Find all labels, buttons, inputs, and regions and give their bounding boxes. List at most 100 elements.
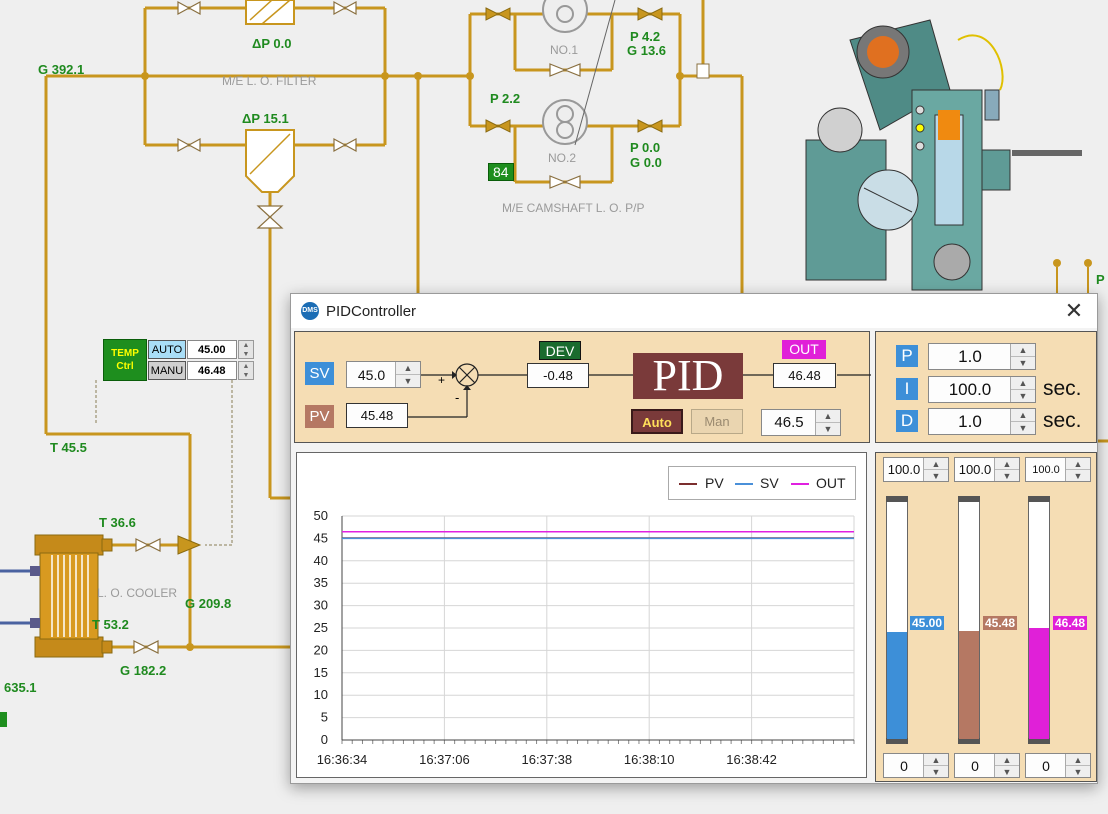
gauge2-min-input[interactable]: 0 ▲▼ <box>954 753 1020 778</box>
temp-ctrl-auto-button[interactable]: AUTO <box>148 340 186 359</box>
gauge2-max-value: 100.0 <box>958 462 992 477</box>
gauge1-max-down-icon[interactable]: ▼ <box>931 470 941 481</box>
d-down-icon[interactable]: ▼ <box>1018 422 1028 433</box>
i-up-icon[interactable]: ▲ <box>1011 377 1035 390</box>
p-gain-spinner[interactable]: ▲▼ <box>1010 344 1035 369</box>
x-tick-label: 16:38:10 <box>624 752 675 767</box>
p-down-icon[interactable]: ▼ <box>1018 357 1028 368</box>
gauge1-min-value: 0 <box>900 757 908 774</box>
x-tick-label: 16:37:06 <box>419 752 470 767</box>
gauge1-min-down-icon[interactable]: ▼ <box>931 766 941 777</box>
gauge3-max-up-icon[interactable]: ▲ <box>1066 458 1090 470</box>
gauge2-max-down-icon[interactable]: ▼ <box>1002 470 1012 481</box>
temp-ctrl-manu-value[interactable]: 46.48 <box>187 361 237 380</box>
sv-value: 45.0 <box>357 366 386 383</box>
pump1-flow-label: G 13.6 <box>627 43 667 58</box>
d-time-spinner[interactable]: ▲▼ <box>1010 409 1035 434</box>
pump2-flow-label: G 0.0 <box>630 155 662 170</box>
gauge3-max-input[interactable]: 100.0 ▲▼ <box>1025 457 1091 482</box>
pv-gauge-value: 45.48 <box>983 616 1018 630</box>
pump2-name-label: NO.2 <box>548 151 577 165</box>
y-tick-label: 20 <box>314 642 328 657</box>
manual-output-input[interactable]: 46.5 ▲▼ <box>761 409 841 436</box>
temp-ctrl-label-line1: TEMP <box>111 348 139 359</box>
y-tick-label: 45 <box>314 530 328 545</box>
gauge1-max-value: 100.0 <box>887 462 921 477</box>
i-time-input[interactable]: 100.0 ▲▼ <box>928 376 1036 403</box>
p-tag: P <box>896 345 918 367</box>
flow-182-label: G 182.2 <box>120 663 167 678</box>
auto-button[interactable]: Auto <box>631 409 683 434</box>
gauge1-max-input[interactable]: 100.0 ▲▼ <box>883 457 949 482</box>
temp-ctrl-manu-button[interactable]: MANU <box>148 361 186 380</box>
out-gauge-fill <box>1029 628 1049 739</box>
pump1-name-label: NO.1 <box>550 43 579 57</box>
gauge1-min-up-icon[interactable]: ▲ <box>924 754 948 766</box>
gauge1-min-input[interactable]: 0 ▲▼ <box>883 753 949 778</box>
gauge1-max-spinner[interactable]: ▲▼ <box>923 458 948 481</box>
out-gauge-value: 46.48 <box>1053 616 1088 630</box>
temp-ctrl-auto-spinner[interactable]: ▲▼ <box>238 340 254 359</box>
y-tick-label: 30 <box>314 598 328 613</box>
pid-controller-dialog: DMS PIDController ✕ SV 45.0 ▲▼ PV <box>290 293 1098 784</box>
sv-gauge-value: 45.00 <box>910 616 945 630</box>
chart-legend: PV SV OUT <box>668 466 856 500</box>
sv-gauge-top-cap <box>886 496 908 502</box>
gauge1-min-spinner[interactable]: ▲▼ <box>923 754 948 777</box>
sv-up-icon[interactable]: ▲ <box>396 362 420 375</box>
i-time-spinner[interactable]: ▲▼ <box>1010 377 1035 402</box>
p-up-icon[interactable]: ▲ <box>1011 344 1035 357</box>
status-badge: 84 <box>488 163 514 181</box>
gauge2-min-spinner[interactable]: ▲▼ <box>994 754 1019 777</box>
close-button[interactable]: ✕ <box>1064 298 1084 323</box>
gauge2-max-spinner[interactable]: ▲▼ <box>994 458 1019 481</box>
temp-ctrl-auto-value[interactable]: 45.00 <box>187 340 237 359</box>
manual-up-icon[interactable]: ▲ <box>816 410 840 423</box>
i-down-icon[interactable]: ▼ <box>1018 390 1028 401</box>
sv-down-icon[interactable]: ▼ <box>403 375 413 386</box>
manual-output-spinner[interactable]: ▲▼ <box>815 410 840 435</box>
legend-sv-swatch <box>735 483 753 485</box>
out-gauge-top-cap <box>1028 496 1050 502</box>
right-pressure-label: P <box>1096 272 1105 287</box>
gauge3-max-spinner[interactable]: ▲▼ <box>1065 458 1090 481</box>
sv-gauge-fill <box>887 631 907 739</box>
sv-input[interactable]: 45.0 ▲▼ <box>346 361 421 388</box>
p-gain-input[interactable]: 1.0 ▲▼ <box>928 343 1036 370</box>
d-time-input[interactable]: 1.0 ▲▼ <box>928 408 1036 435</box>
pump1-pressure-label: P 4.2 <box>630 29 661 44</box>
y-tick-label: 40 <box>314 553 328 568</box>
y-tick-label: 35 <box>314 575 328 590</box>
pid-block-panel: SV 45.0 ▲▼ PV 45.48 + - DEV -0.48 PID OU… <box>294 331 871 443</box>
gauge3-max-down-icon[interactable]: ▼ <box>1073 470 1083 481</box>
gauge2-min-value: 0 <box>971 757 979 774</box>
gauge2-min-down-icon[interactable]: ▼ <box>1002 766 1012 777</box>
manual-down-icon[interactable]: ▼ <box>823 423 833 434</box>
x-tick-label: 16:38:42 <box>726 752 777 767</box>
i-unit-label: sec. <box>1043 377 1082 400</box>
d-up-icon[interactable]: ▲ <box>1011 409 1035 422</box>
gauge3-min-up-icon[interactable]: ▲ <box>1066 754 1090 766</box>
gauge2-max-input[interactable]: 100.0 ▲▼ <box>954 457 1020 482</box>
sv-gauge-bottom-cap <box>886 738 908 744</box>
temp-ctrl-manu-spinner[interactable]: ▲▼ <box>238 361 254 380</box>
pv-tag: PV <box>305 405 334 428</box>
sv-gauge <box>886 496 908 744</box>
sv-spinner[interactable]: ▲▼ <box>395 362 420 387</box>
pv-gauge <box>958 496 980 744</box>
flow-209-label: G 209.8 <box>185 596 232 611</box>
man-button[interactable]: Man <box>691 409 743 434</box>
d-time-value: 1.0 <box>958 411 982 431</box>
gauge2-min-up-icon[interactable]: ▲ <box>995 754 1019 766</box>
gauge3-min-down-icon[interactable]: ▼ <box>1073 766 1083 777</box>
d-unit-label: sec. <box>1043 409 1082 432</box>
gauge2-max-up-icon[interactable]: ▲ <box>995 458 1019 470</box>
gauge3-max-value: 100.0 <box>1032 463 1060 476</box>
pv-gauge-fill <box>959 630 979 739</box>
pv-gauge-top-cap <box>958 496 980 502</box>
d-tag: D <box>896 410 918 432</box>
gauge3-min-spinner[interactable]: ▲▼ <box>1065 754 1090 777</box>
gauge3-min-input[interactable]: 0 ▲▼ <box>1025 753 1091 778</box>
gauge1-max-up-icon[interactable]: ▲ <box>924 458 948 470</box>
